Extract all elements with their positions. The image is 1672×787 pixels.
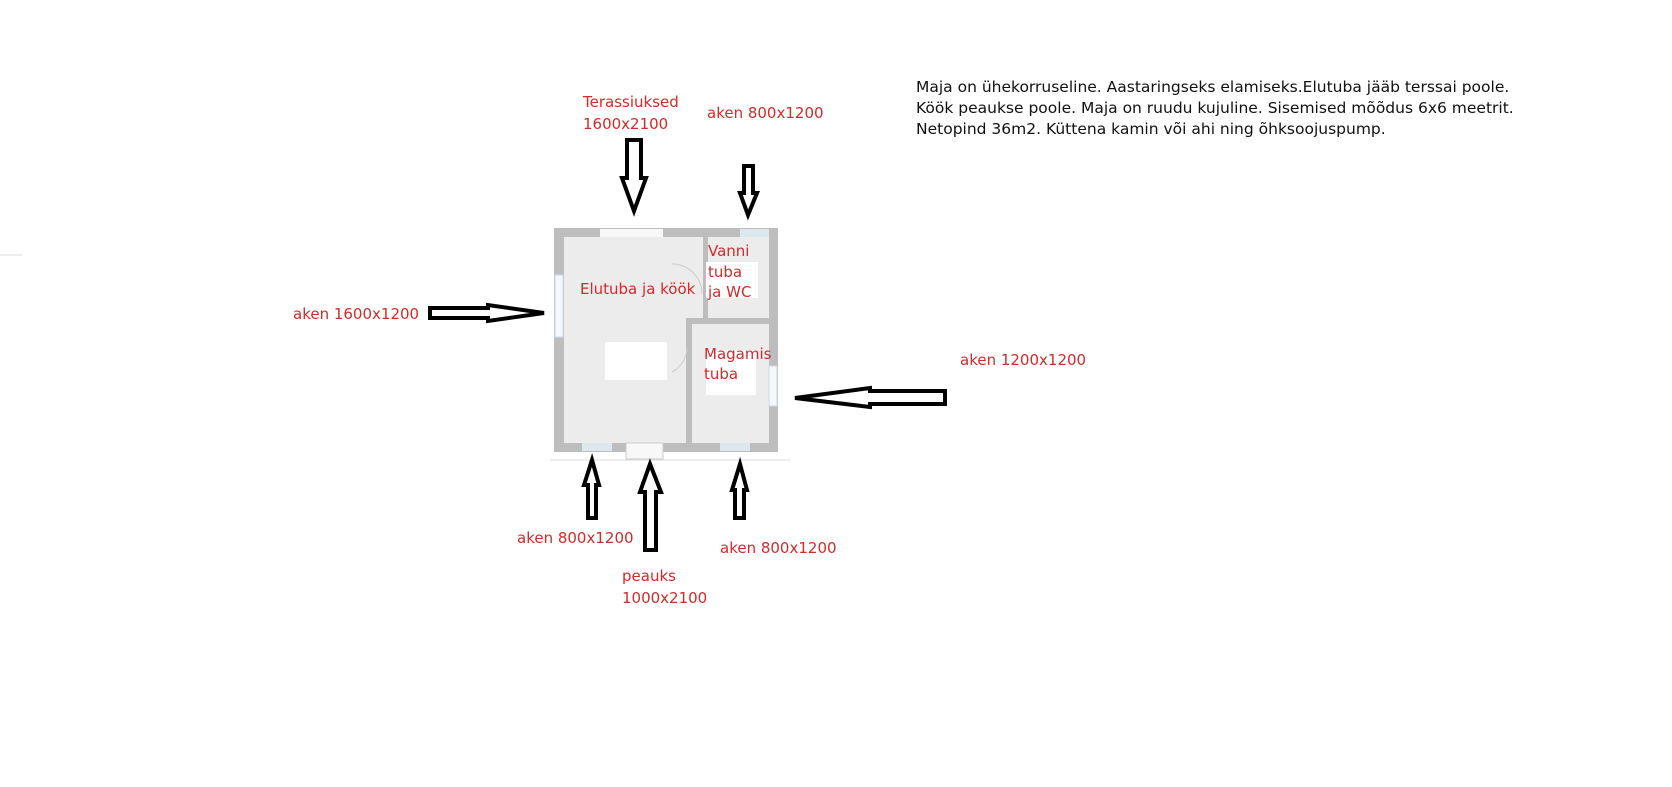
- blank-patch: [605, 342, 667, 380]
- bathroom-wall: [703, 237, 708, 321]
- bottom-right-window-label: aken 800x1200: [720, 539, 837, 557]
- terrace-door-size: 1600x2100: [583, 115, 669, 133]
- main-door-size: 1000x2100: [622, 589, 708, 607]
- room-label-bedroom: tuba: [704, 365, 739, 383]
- main-door: [625, 442, 664, 460]
- terrace-door: [600, 229, 663, 237]
- blank-patch: [706, 262, 758, 298]
- room-label-bedroom: Magamis: [704, 345, 772, 363]
- arrow-left-icon: [794, 385, 947, 410]
- arrow-down-icon: [619, 138, 649, 217]
- left-window: [554, 274, 564, 338]
- room-label-living: Elutuba ja köök: [580, 280, 696, 298]
- description-text: Maja on ühekorruseline. Aastaringseks el…: [916, 78, 1514, 138]
- bedroom-wall: [686, 318, 692, 444]
- left-window-label: aken 1600x1200: [293, 305, 420, 323]
- arrow-down-icon: [737, 164, 760, 221]
- blank-patch: [706, 350, 756, 395]
- right-window-label: aken 1200x1200: [960, 351, 1087, 369]
- bottom-right-window: [720, 443, 750, 451]
- house-plan: [0, 228, 790, 461]
- top-window: [740, 229, 769, 237]
- arrow-up-icon: [581, 453, 602, 520]
- room-label-bath: tuba: [708, 263, 743, 281]
- top-window-label: aken 800x1200: [707, 104, 824, 122]
- room-label-bath: ja WC: [708, 283, 752, 301]
- main-door-label: peauks: [622, 567, 676, 585]
- partition-wall: [686, 318, 770, 324]
- right-window: [768, 365, 778, 407]
- arrow-right-icon: [428, 302, 545, 324]
- terrace-door-label: Terassiuksed: [583, 93, 679, 111]
- arrow-up-icon: [729, 456, 750, 520]
- bottom-left-window-label: aken 800x1200: [517, 529, 634, 547]
- bottom-left-window: [582, 443, 612, 451]
- arrow-up-icon: [637, 458, 664, 552]
- room-label-bath: Vanni: [708, 242, 750, 260]
